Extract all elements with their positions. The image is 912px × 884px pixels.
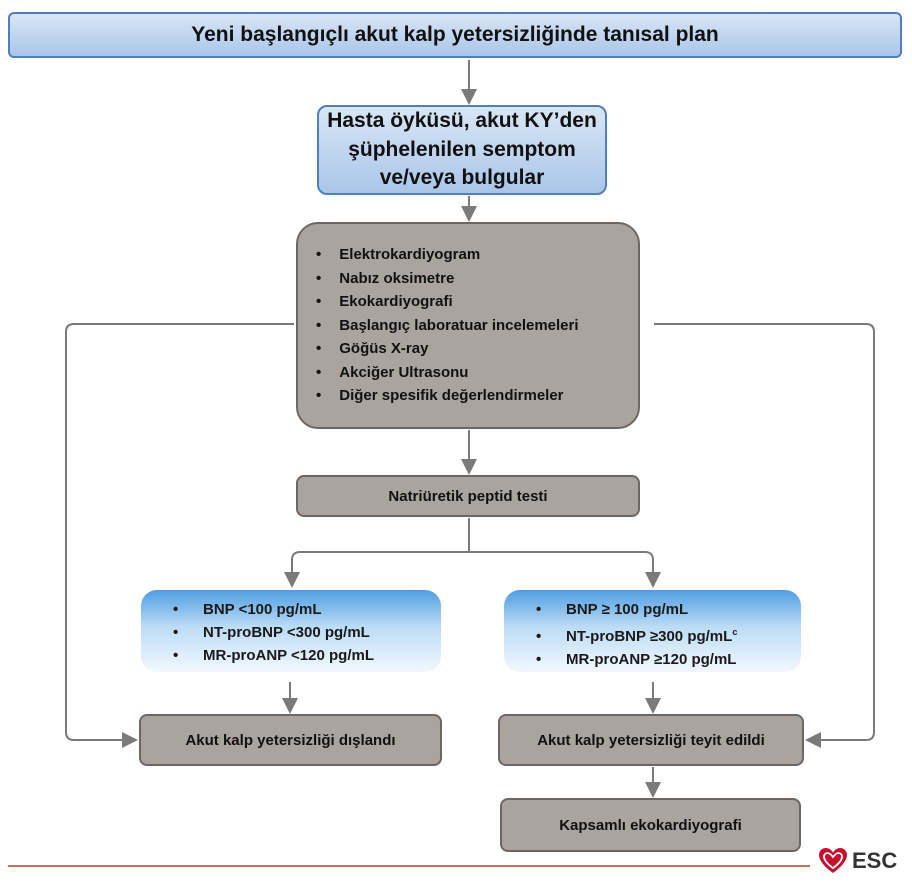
history-line-3: ve/veya bulgular	[379, 166, 545, 190]
heart-icon	[819, 848, 847, 873]
negative-criteria-box: BNP <100 pg/mL NT-proBNP <300 pg/mL MR-p…	[141, 590, 441, 672]
criteria-item: BNP <100 pg/mL	[173, 598, 441, 621]
history-line-2: şüphelenilen semptom	[348, 137, 576, 161]
test-item: Akciğer Ultrasonu	[316, 361, 579, 385]
loop-right	[654, 323, 875, 748]
split-left	[284, 551, 469, 588]
criteria-item: BNP ≥ 100 pg/mL	[536, 598, 801, 621]
footnote-marker: c	[732, 627, 738, 637]
history-line-1: Hasta öyküsü, akut KY’den	[327, 109, 597, 133]
hf-excluded-box: Akut kalp yetersizliği dışlandı	[139, 714, 442, 766]
hf-confirmed-box: Akut kalp yetersizliği teyit edildi	[498, 714, 804, 766]
criteria-item: NT-proBNP ≥300 pg/mLc	[536, 621, 801, 648]
natriuretic-test-box: Natriüretik peptid testi	[296, 475, 640, 517]
loop-left	[65, 323, 294, 748]
test-item: Diğer spesifik değerlendirmeler	[316, 384, 579, 408]
test-item: Nabız oksimetre	[316, 267, 579, 291]
positive-criteria-box: BNP ≥ 100 pg/mL NT-proBNP ≥300 pg/mLc MR…	[504, 590, 801, 672]
test-item: Elektrokardiyogram	[316, 243, 579, 267]
test-item: Göğüs X-ray	[316, 337, 579, 361]
esc-logo-text: ESC	[852, 848, 898, 873]
initial-tests-box: Elektrokardiyogram Nabız oksimetre Ekoka…	[296, 222, 640, 429]
criteria-text: NT-proBNP ≥300 pg/mL	[566, 628, 733, 645]
page-title: Yeni başlangıçlı akut kalp yetersizliğin…	[8, 12, 902, 58]
split-right	[469, 551, 661, 588]
criteria-item: MR-proANP ≥120 pg/mL	[536, 648, 801, 671]
comprehensive-echo-box: Kapsamlı ekokardiyografi	[500, 798, 801, 852]
criteria-item: MR-proANP <120 pg/mL	[173, 644, 441, 667]
test-item: Başlangıç laboratuar incelemeleri	[316, 314, 578, 338]
esc-logo: ESC	[818, 847, 897, 875]
history-box: Hasta öyküsü, akut KY’den şüphelenilen s…	[317, 105, 607, 195]
test-item: Ekokardiyografi	[316, 290, 579, 314]
criteria-item: NT-proBNP <300 pg/mL	[173, 621, 441, 644]
